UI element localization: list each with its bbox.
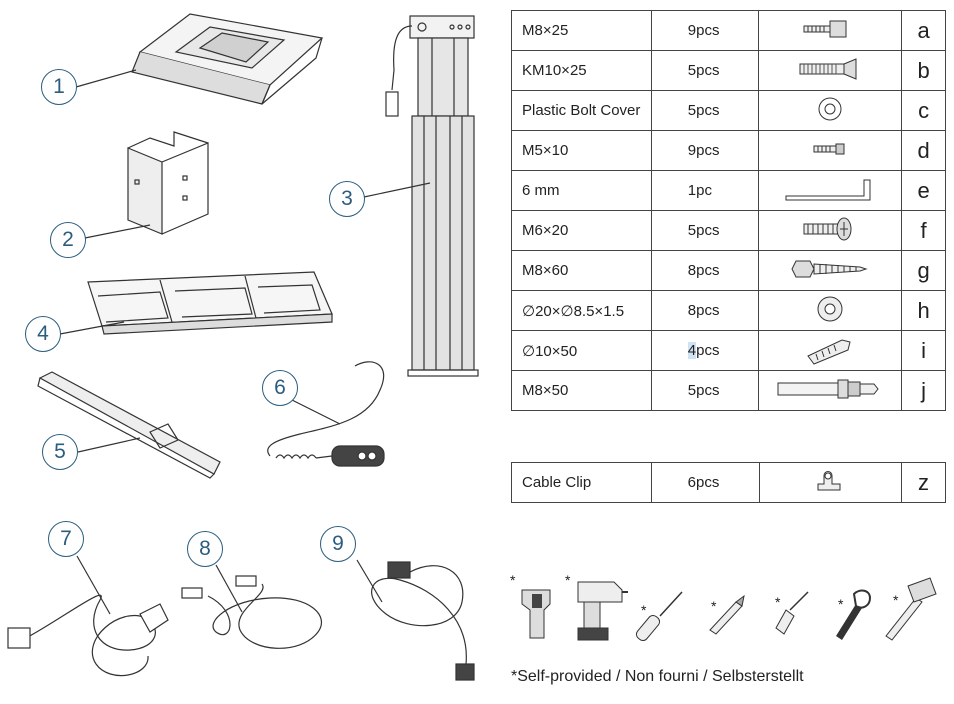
hammer-icon — [885, 577, 937, 641]
cable-clip-table: Cable Clip 6pcs z — [511, 462, 946, 503]
hex-screw-icon — [758, 10, 903, 51]
hardware-table: M8×25 9pcs a KM10×25 5pcs b Plastic Bolt… — [511, 10, 946, 411]
hardware-spec: Plastic Bolt Cover — [511, 90, 652, 131]
foot-drawing — [37, 371, 221, 479]
hardware-qty: 5pcs — [650, 50, 760, 91]
wall-anchor-icon — [758, 330, 903, 371]
callout-part-7: 7 — [48, 521, 84, 557]
hardware-qty: 6pcs — [650, 462, 760, 503]
hardware-spec: KM10×25 — [511, 50, 652, 91]
control-handset-drawing — [267, 361, 385, 467]
table-row: KM10×25 5pcs b — [511, 50, 946, 91]
hardware-spec: M6×20 — [511, 210, 652, 251]
socket-icon — [521, 589, 551, 639]
hardware-letter: i — [901, 330, 946, 371]
table-row: M8×50 5pcs j — [511, 370, 946, 411]
table-row: M5×10 9pcs d — [511, 130, 946, 171]
table-row: M8×60 8pcs g — [511, 250, 946, 291]
tool-star: * — [775, 594, 781, 610]
cable-clip-icon — [758, 462, 903, 503]
screwdriver-icon — [775, 591, 809, 635]
wood-screw-icon — [758, 250, 903, 291]
callout-part-2: 2 — [50, 222, 86, 258]
drill-icon — [577, 581, 628, 641]
callout-part-1: 1 — [41, 69, 77, 105]
hardware-letter: e — [901, 170, 946, 211]
desktop-frame-drawing — [131, 13, 324, 105]
hardware-spec: M5×10 — [511, 130, 652, 171]
hardware-spec: Cable Clip — [511, 462, 652, 503]
allen-key-icon — [758, 170, 903, 211]
table-row: M6×20 5pcs f — [511, 210, 946, 251]
hardware-spec: ∅20×∅8.5×1.5 — [511, 290, 652, 331]
small-screw-icon — [758, 130, 903, 171]
hardware-letter: g — [901, 250, 946, 291]
table-row: Plastic Bolt Cover 5pcs c — [511, 90, 946, 131]
pencil-icon — [709, 594, 745, 635]
tool-star: * — [711, 598, 717, 614]
tool-star: * — [838, 596, 844, 612]
hardware-letter: z — [901, 462, 946, 503]
hardware-spec: 6 mm — [511, 170, 652, 211]
hardware-qty: 9pcs — [650, 130, 760, 171]
iec-cable-drawing — [371, 561, 475, 681]
hardware-qty: 8pcs — [650, 290, 760, 331]
tool-star: * — [510, 572, 516, 588]
hardware-qty: 5pcs — [650, 90, 760, 131]
extension-cable-drawing — [181, 575, 323, 649]
qty-unit: pcs — [696, 342, 720, 359]
washer-icon — [758, 290, 903, 331]
expansion-bolt-icon — [758, 370, 903, 411]
hardware-letter: j — [901, 370, 946, 411]
table-row: ∅10×50 4pcs i — [511, 330, 946, 371]
hardware-letter: d — [901, 130, 946, 171]
hardware-letter: h — [901, 290, 946, 331]
hardware-qty: 5pcs — [650, 210, 760, 251]
hardware-spec: M8×60 — [511, 250, 652, 291]
table-row: M8×25 9pcs a — [511, 10, 946, 51]
bracket-drawing — [127, 131, 209, 235]
callout-part-6: 6 — [262, 370, 298, 406]
hardware-qty: 1pc — [650, 170, 760, 211]
hardware-qty: 5pcs — [650, 370, 760, 411]
crossbar-drawing — [87, 271, 333, 335]
hardware-qty: 8pcs — [650, 250, 760, 291]
hardware-letter: c — [901, 90, 946, 131]
hardware-letter: b — [901, 50, 946, 91]
callout-part-9: 9 — [320, 526, 356, 562]
phillips-screw-icon — [758, 210, 903, 251]
hardware-qty: 9pcs — [650, 10, 760, 51]
awl-icon — [635, 591, 683, 642]
callout-part-3: 3 — [329, 181, 365, 217]
hardware-spec: M8×25 — [511, 10, 652, 51]
hardware-letter: a — [901, 10, 946, 51]
bolt-cover-icon — [758, 90, 903, 131]
self-provided-footnote: *Self-provided / Non fourni / Selbsterst… — [511, 668, 804, 685]
callout-part-8: 8 — [187, 531, 223, 567]
hardware-qty: 4pcs — [650, 330, 760, 371]
leg-column-drawing — [385, 15, 479, 377]
hardware-spec: M8×50 — [511, 370, 652, 411]
wrench-icon — [836, 589, 872, 640]
hardware-spec: ∅10×50 — [511, 330, 652, 371]
table-row: ∅20×∅8.5×1.5 8pcs h — [511, 290, 946, 331]
callout-part-5: 5 — [42, 434, 78, 470]
hardware-letter: f — [901, 210, 946, 251]
tool-star: * — [565, 572, 571, 588]
tool-star: * — [893, 592, 899, 608]
qty-highlight: 4 — [687, 342, 697, 359]
power-cord-drawing — [7, 594, 169, 677]
countersunk-screw-icon — [758, 50, 903, 91]
table-row: Cable Clip 6pcs z — [511, 462, 946, 503]
tool-star: * — [641, 602, 647, 618]
callout-part-4: 4 — [25, 316, 61, 352]
table-row: 6 mm 1pc e — [511, 170, 946, 211]
